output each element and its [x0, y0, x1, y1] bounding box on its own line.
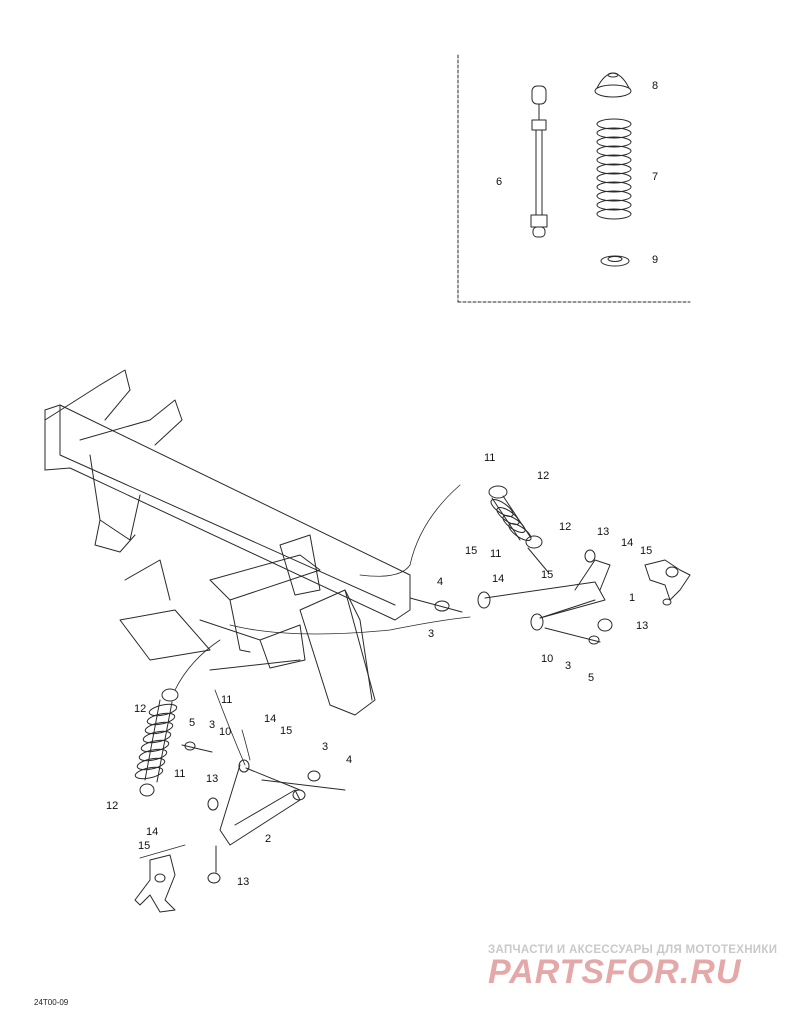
- callout-11: 11: [221, 694, 233, 706]
- callout-12: 12: [559, 521, 572, 533]
- callout-14: 14: [621, 537, 634, 549]
- callout-1: 1: [629, 592, 636, 604]
- callout-15: 15: [465, 545, 478, 557]
- callout-3: 3: [322, 741, 329, 753]
- right-a-arm: [409, 549, 613, 645]
- callout-9: 9: [652, 254, 659, 266]
- frame: [44, 369, 411, 716]
- leader-lines: [139, 484, 471, 859]
- callout-12: 12: [106, 800, 119, 812]
- callout-13: 13: [237, 876, 250, 888]
- inset-bracket: [457, 54, 691, 303]
- left-a-arm: [181, 741, 346, 884]
- callout-5: 5: [588, 672, 595, 684]
- callout-11: 11: [174, 768, 186, 780]
- callout-13: 13: [597, 526, 610, 538]
- callout-10: 10: [541, 653, 554, 665]
- callout-11: 11: [490, 548, 502, 560]
- callout-4: 4: [437, 576, 444, 588]
- callout-3: 3: [428, 628, 435, 640]
- callout-14: 14: [492, 573, 505, 585]
- inset-shock-absorber: [530, 85, 548, 238]
- callout-6: 6: [496, 176, 503, 188]
- callout-3: 3: [209, 719, 216, 731]
- callout-7: 7: [652, 171, 659, 183]
- left-knuckle: [134, 854, 176, 913]
- watermark-logo: PARTSFOR.RU: [488, 953, 742, 991]
- figure-reference-code: 24T00-09: [34, 998, 69, 1007]
- callout-13: 13: [206, 773, 219, 785]
- callout-8: 8: [652, 80, 659, 92]
- callout-11: 11: [484, 452, 496, 464]
- watermark-subtitle: ЗАПЧАСТИ И АКСЕССУАРЫ ДЛЯ МОТОТЕХНИКИ: [488, 944, 778, 956]
- callout-10: 10: [219, 726, 232, 738]
- callout-15: 15: [640, 545, 653, 557]
- inset-coil-spring: [596, 118, 632, 220]
- callout-12: 12: [134, 703, 147, 715]
- right-knuckle: [644, 559, 691, 606]
- callout-14: 14: [146, 826, 159, 838]
- callout-12: 12: [537, 470, 550, 482]
- callout-2: 2: [265, 833, 272, 845]
- left-shock-absorber: [134, 688, 179, 797]
- callout-15: 15: [541, 569, 554, 581]
- right-shock-absorber: [488, 485, 549, 573]
- callout-14: 14: [264, 713, 277, 725]
- callout-5: 5: [189, 717, 196, 729]
- inset-bump-stop: [594, 72, 632, 98]
- callout-4: 4: [346, 754, 353, 766]
- inset-spring-seat: [600, 255, 630, 267]
- watermark-logo-text: PARTSFOR.RU: [488, 953, 742, 991]
- callout-13: 13: [636, 620, 649, 632]
- callout-15: 15: [280, 725, 293, 737]
- callout-15: 15: [138, 840, 151, 852]
- callout-3: 3: [565, 660, 572, 672]
